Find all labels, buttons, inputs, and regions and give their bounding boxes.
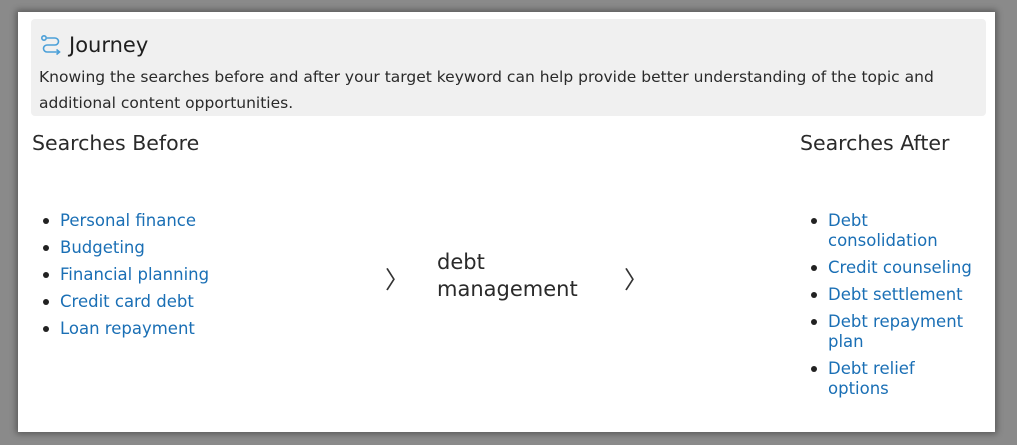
journey-title: Journey	[69, 33, 149, 57]
search-after-link[interactable]: Credit counseling	[804, 258, 974, 278]
journey-route-icon	[40, 34, 61, 56]
searches-before-heading: Searches Before	[32, 131, 200, 155]
search-after-link[interactable]: Debt settlement	[804, 285, 974, 305]
chevron-right-icon: 〉	[624, 266, 648, 294]
search-after-link[interactable]: Debt repayment plan	[804, 312, 974, 352]
search-before-link[interactable]: Financial planning	[36, 265, 336, 285]
search-after-link[interactable]: Debt relief options	[804, 359, 974, 399]
journey-title-row: Journey	[40, 33, 148, 57]
searches-before-list: Personal finance Budgeting Financial pla…	[36, 211, 336, 346]
searches-after-heading: Searches After	[800, 131, 950, 155]
journey-header: Journey Knowing the searches before and …	[31, 19, 986, 116]
search-before-link[interactable]: Credit card debt	[36, 292, 336, 312]
chevron-right-icon: 〉	[385, 266, 409, 294]
search-before-link[interactable]: Personal finance	[36, 211, 336, 231]
search-after-link[interactable]: Debt consolidation	[804, 211, 974, 251]
journey-panel: Journey Knowing the searches before and …	[18, 12, 995, 432]
searches-after-list: Debt consolidation Credit counseling Deb…	[804, 211, 974, 406]
search-before-link[interactable]: Loan repayment	[36, 319, 336, 339]
journey-description: Knowing the searches before and after yo…	[39, 68, 934, 112]
search-before-link[interactable]: Budgeting	[36, 238, 336, 258]
target-keyword: debt management	[437, 250, 578, 301]
